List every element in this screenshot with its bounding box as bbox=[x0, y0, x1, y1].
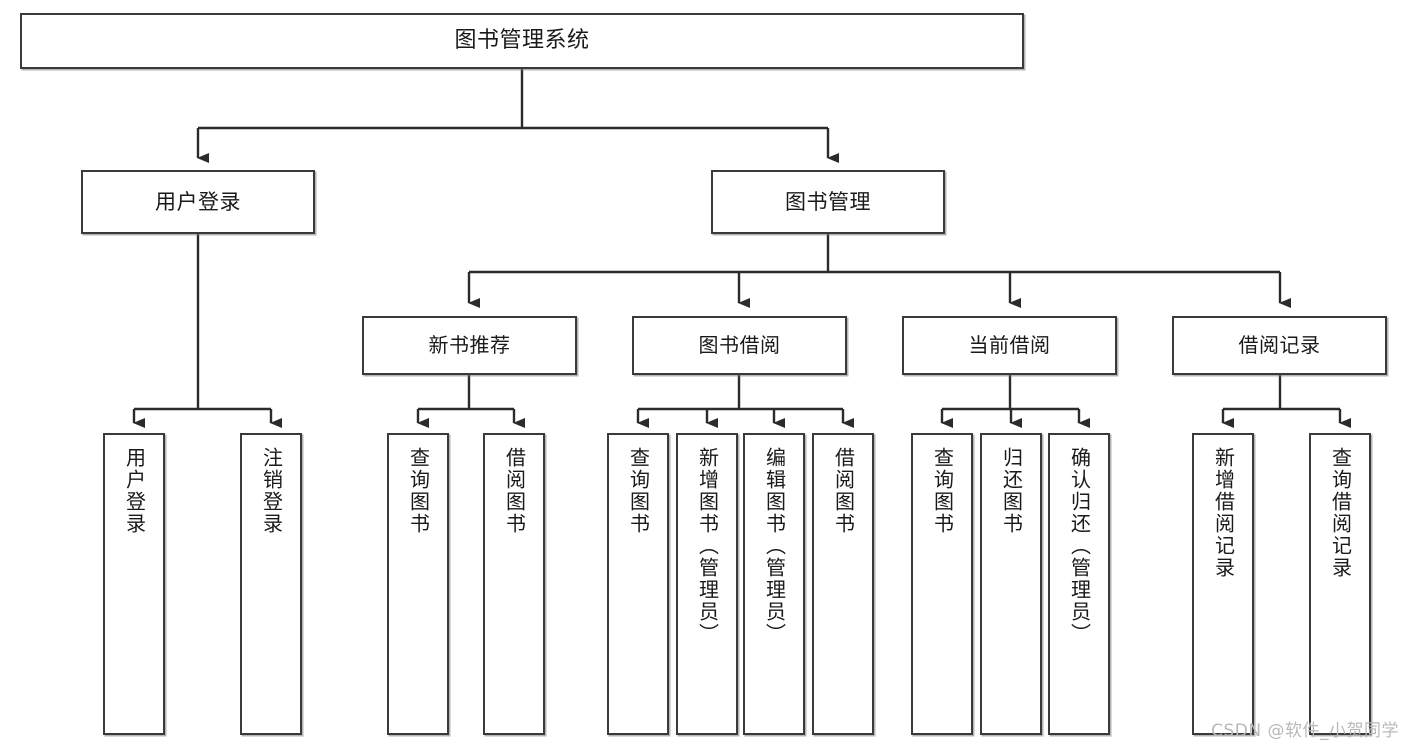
csdn-watermark: CSDN @软件_小贺同学 bbox=[1211, 721, 1399, 741]
leaf-label: 注销登录 bbox=[259, 447, 284, 535]
node-label: 图书借阅 bbox=[698, 332, 781, 357]
node-book-management[interactable]: 图书管理 bbox=[711, 170, 945, 234]
leaf-user-login-login[interactable]: 用户登录 bbox=[103, 433, 165, 735]
leaf-label: 归还图书 bbox=[999, 447, 1024, 535]
leaf-label: 用户登录 bbox=[122, 447, 147, 535]
leaf-label: 借阅图书 bbox=[502, 447, 527, 535]
leaf-borrow-add-book-admin[interactable]: 新增图书（管理员） bbox=[676, 433, 738, 735]
leaf-borrow-query-book[interactable]: 查询图书 bbox=[607, 433, 669, 735]
leaf-label: 查询借阅记录 bbox=[1328, 447, 1353, 579]
node-label: 借阅记录 bbox=[1238, 332, 1321, 357]
leaf-label: 新增借阅记录 bbox=[1211, 447, 1236, 579]
leaf-label: 借阅图书 bbox=[831, 447, 856, 535]
leaf-label: 确认归还（管理员） bbox=[1067, 447, 1092, 645]
node-label: 图书管理 bbox=[785, 189, 871, 214]
leaf-label: 查询图书 bbox=[406, 447, 431, 535]
leaf-newbook-borrow-book[interactable]: 借阅图书 bbox=[483, 433, 545, 735]
node-root-library-system[interactable]: 图书管理系统 bbox=[20, 13, 1024, 69]
node-new-book-recommend[interactable]: 新书推荐 bbox=[362, 316, 577, 375]
leaf-label: 新增图书（管理员） bbox=[695, 447, 720, 645]
node-borrow-record[interactable]: 借阅记录 bbox=[1172, 316, 1387, 375]
leaf-newbook-query-book[interactable]: 查询图书 bbox=[387, 433, 449, 735]
leaf-label: 查询图书 bbox=[626, 447, 651, 535]
node-current-borrow[interactable]: 当前借阅 bbox=[902, 316, 1117, 375]
node-book-borrow[interactable]: 图书借阅 bbox=[632, 316, 847, 375]
node-user-login[interactable]: 用户登录 bbox=[81, 170, 315, 234]
leaf-record-add-borrow-record[interactable]: 新增借阅记录 bbox=[1192, 433, 1254, 735]
leaf-borrow-borrow-book[interactable]: 借阅图书 bbox=[812, 433, 874, 735]
leaf-borrow-edit-book-admin[interactable]: 编辑图书（管理员） bbox=[743, 433, 805, 735]
leaf-user-login-logout[interactable]: 注销登录 bbox=[240, 433, 302, 735]
leaf-record-query-borrow-record[interactable]: 查询借阅记录 bbox=[1309, 433, 1371, 735]
node-label: 用户登录 bbox=[155, 189, 241, 214]
node-label: 新书推荐 bbox=[428, 332, 511, 357]
leaf-current-query-book[interactable]: 查询图书 bbox=[911, 433, 973, 735]
leaf-current-return-book[interactable]: 归还图书 bbox=[980, 433, 1042, 735]
node-label: 图书管理系统 bbox=[454, 28, 590, 54]
leaf-label: 编辑图书（管理员） bbox=[762, 447, 787, 645]
leaf-current-confirm-return-admin[interactable]: 确认归还（管理员） bbox=[1048, 433, 1110, 735]
leaf-label: 查询图书 bbox=[930, 447, 955, 535]
node-label: 当前借阅 bbox=[968, 332, 1051, 357]
